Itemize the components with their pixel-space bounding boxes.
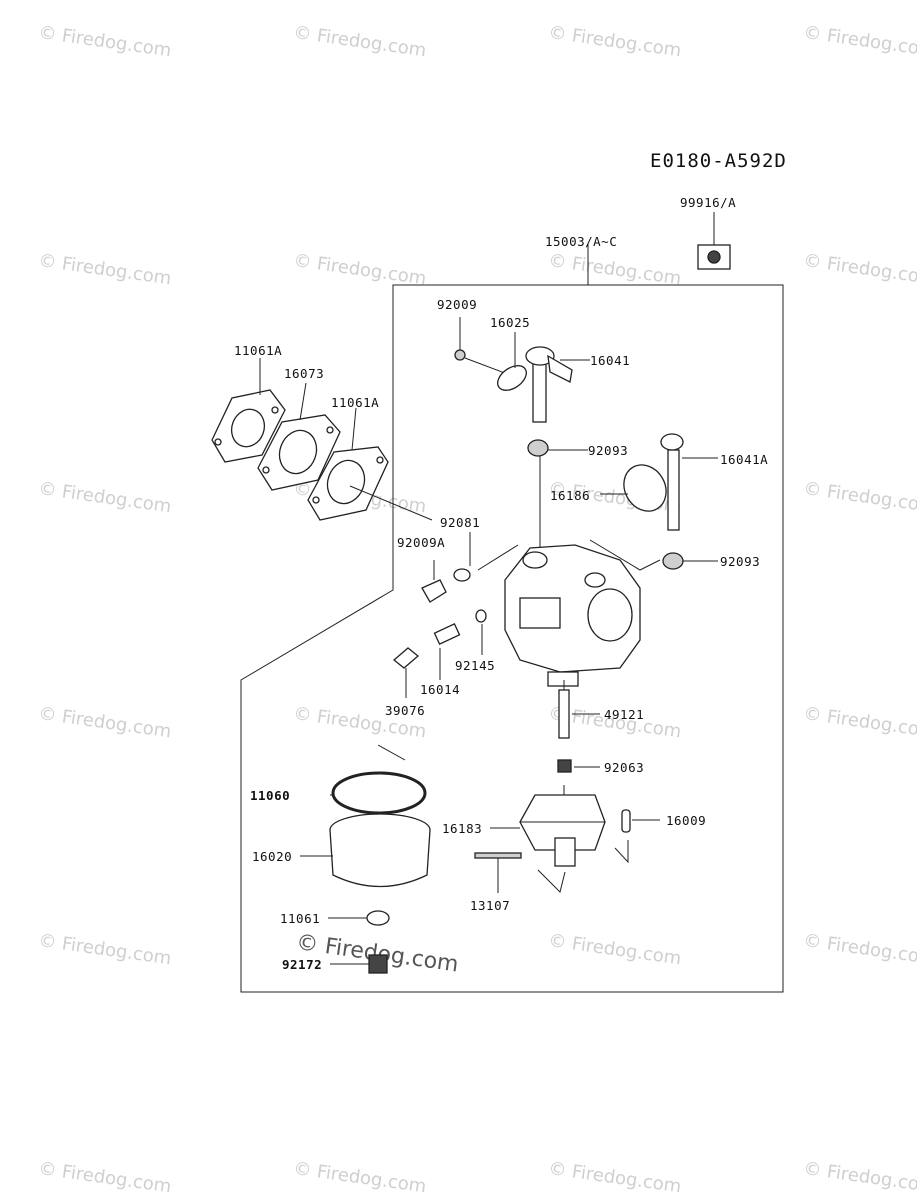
washer-92093-right	[662, 552, 684, 570]
callout-16183: 16183	[442, 821, 483, 836]
callout-39076: 39076	[385, 703, 426, 718]
callout-16009: 16009	[666, 813, 707, 828]
throttle-shaft-16041	[532, 359, 547, 423]
float-bowl-16020	[329, 813, 431, 888]
carburetor-body	[504, 544, 641, 687]
main-jet-92063	[557, 759, 572, 773]
callout-92172: 92172	[282, 957, 323, 972]
pin-13107	[474, 852, 522, 859]
callout-16041: 16041	[590, 353, 631, 368]
callout-92081: 92081	[440, 515, 481, 530]
insulator-16073	[257, 414, 341, 491]
callout-16041a: 16041A	[720, 452, 769, 467]
callout-92145: 92145	[455, 658, 496, 673]
choke-plate-16186	[623, 464, 667, 512]
callout-92009: 92009	[437, 297, 478, 312]
callout-16186: 16186	[550, 488, 591, 503]
oring-92145	[475, 609, 487, 623]
callout-13107: 13107	[470, 898, 511, 913]
callout-16025: 16025	[490, 315, 531, 330]
screw-92009	[454, 349, 466, 361]
callout-92009a: 92009A	[397, 535, 446, 550]
drain-bolt-92172	[368, 954, 388, 974]
float-16183	[519, 794, 606, 867]
gasket-11061a-mid	[307, 446, 389, 521]
washer-11061	[366, 910, 390, 926]
plug-39076	[392, 647, 420, 669]
needle-16009	[621, 809, 631, 833]
throttle-plate-16025	[497, 365, 527, 391]
jet-16014	[433, 623, 461, 645]
callout-11061: 11061	[280, 911, 321, 926]
callout-16020: 16020	[252, 849, 293, 864]
callout-16014: 16014	[420, 682, 461, 697]
assembly-boundary	[240, 284, 784, 993]
callout-11061a-top: 11061A	[234, 343, 283, 358]
callout-49121: 49121	[604, 707, 645, 722]
callout-11060: 11060	[250, 788, 291, 803]
choke-shaft-16041a	[667, 449, 680, 531]
callout-15003: 15003/A~C	[545, 234, 618, 249]
washer-92093-top	[527, 439, 549, 457]
callout-92093-right: 92093	[720, 554, 761, 569]
callout-16073: 16073	[284, 366, 325, 381]
callout-92093-top: 92093	[588, 443, 629, 458]
gasket-11061a-top	[211, 389, 286, 463]
nozzle-49121	[558, 689, 570, 739]
diagram-id: E0180-A592D	[650, 150, 787, 172]
callout-92063: 92063	[604, 760, 645, 775]
screw-92009a	[421, 579, 447, 603]
gasket-11060	[331, 771, 427, 815]
callout-99916a: 99916/A	[680, 195, 737, 210]
callout-11061a-mid: 11061A	[331, 395, 380, 410]
